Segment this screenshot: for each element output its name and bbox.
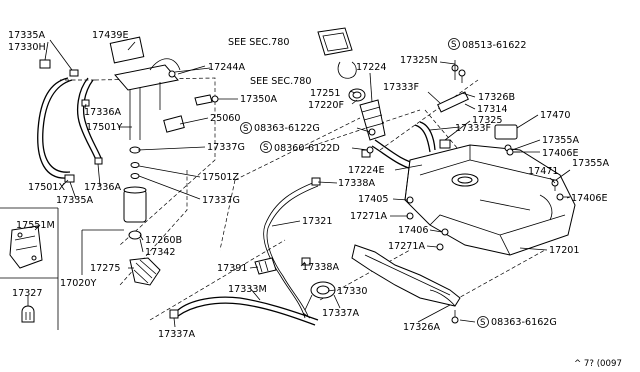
label-17337a: 17337A [158, 329, 196, 340]
label-17244a: 17244A [208, 62, 246, 73]
inset-box [0, 207, 59, 330]
screw-symbols: S S S S [240, 38, 489, 328]
tank-strap-17326a [351, 244, 461, 307]
label-17391: 17391 [217, 263, 248, 274]
label-17330: 17330 [337, 286, 368, 297]
label-17314: 17314 [477, 104, 508, 115]
hose-17501x [37, 77, 73, 179]
label-17327: 17327 [12, 288, 43, 299]
label-17251: 17251 [310, 88, 341, 99]
label-08513-61622: 08513-61622 [462, 40, 527, 51]
label-08363-6162g: 08363-6162G [491, 317, 557, 328]
vent-tube-17321 [263, 177, 321, 319]
clamps-left [39, 59, 103, 183]
label-17439e: 17439E [92, 30, 129, 41]
leader-lines [27, 39, 571, 328]
label-17020y: 17020Y [60, 278, 97, 289]
label-17355a: 17355A [542, 135, 580, 146]
label-17275: 17275 [90, 263, 121, 274]
label-17338a: 17338A [338, 178, 376, 189]
label-17501x: 17501X [28, 182, 66, 193]
label-17333f: 17333F [383, 82, 419, 93]
label-17551m: 17551M [16, 220, 55, 231]
label-see-sec-780: SEE SEC.780 [250, 76, 311, 87]
label-17501y: 17501Y [86, 122, 123, 133]
label-17470: 17470 [540, 110, 571, 121]
diagram-code: ^ 7? (0097 [574, 359, 622, 369]
label-17333m: 17333M [228, 284, 267, 295]
label-17220f: 17220F [308, 100, 344, 111]
screw-symbol: S [451, 40, 456, 50]
label-17337g: 17337G [202, 195, 240, 206]
label-17501z: 17501Z [202, 172, 240, 183]
label-17406e: 17406E [571, 193, 608, 204]
label-17326b: 17326B [478, 92, 515, 103]
filler-cap-parts [317, 27, 366, 102]
part-labels: 17335A 17330H 17439E SEE SEC.780 SEE SEC… [8, 30, 622, 369]
label-17406: 17406 [398, 225, 429, 236]
label-17338a: 17338A [302, 262, 340, 273]
canister-parts [254, 257, 341, 311]
label-17337g: 17337G [207, 142, 245, 153]
label-17224e: 17224E [348, 165, 385, 176]
label-17224: 17224 [356, 62, 387, 73]
label-17330h: 17330H [8, 42, 46, 53]
label-25060: 25060 [210, 113, 241, 124]
label-17471: 17471 [528, 166, 559, 177]
label-08360-6122d: 08360-6122D [274, 143, 340, 154]
label-17271a: 17271A [388, 241, 426, 252]
label-17336a: 17336A [84, 182, 122, 193]
label-17335a: 17335A [8, 30, 46, 41]
label-17321: 17321 [302, 216, 333, 227]
label-17405: 17405 [358, 194, 389, 205]
label-17337a: 17337A [322, 308, 360, 319]
label-17342: 17342 [145, 247, 176, 258]
label-17333f: 17333F [455, 123, 491, 134]
label-17325: 17325 [472, 115, 503, 126]
label-17350a: 17350A [240, 94, 278, 105]
label-17260b: 17260B [145, 235, 182, 246]
hose-17333m [169, 296, 319, 326]
label-see-sec-780: SEE SEC.780 [228, 37, 289, 48]
label-17335a: 17335A [56, 195, 94, 206]
label-17336a: 17336A [84, 107, 122, 118]
label-17406e: 17406E [542, 148, 579, 159]
hose-17501y [77, 77, 102, 161]
label-17201: 17201 [549, 245, 580, 256]
fuel-tank-17201 [404, 124, 576, 256]
inset-parts [9, 225, 43, 323]
label-17355a: 17355A [572, 158, 610, 169]
label-17325n: 17325N [400, 55, 438, 66]
fuel-pump-assembly [109, 36, 213, 286]
label-17271a: 17271A [350, 211, 388, 222]
screw-symbol: S [243, 124, 248, 134]
label-08363-6122g: 08363-6122G [254, 123, 320, 134]
label-17326a: 17326A [403, 322, 441, 333]
screw-symbol: S [263, 143, 268, 153]
screw-symbol: S [480, 318, 485, 328]
